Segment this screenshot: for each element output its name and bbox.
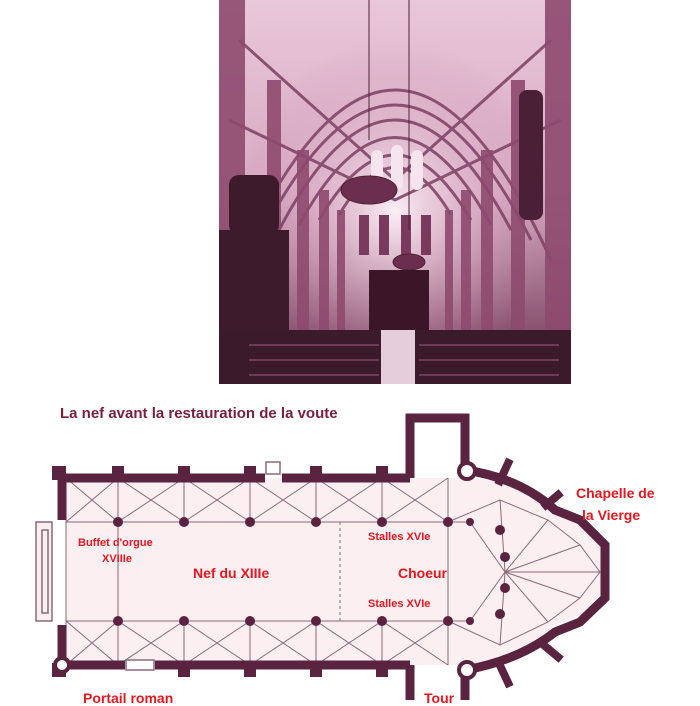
church-floor-plan bbox=[0, 395, 700, 700]
label-buffet-orgue: Buffet d'orgue bbox=[78, 537, 153, 549]
label-portail-roman: Portail roman bbox=[83, 690, 174, 706]
label-stalles-bottom: Stalles XVIe bbox=[368, 598, 431, 610]
label-stalles-top: Stalles XVIe bbox=[368, 531, 431, 543]
label-tour: Tour bbox=[424, 690, 455, 706]
photo-caption: La nef avant la restauration de la voute bbox=[60, 405, 338, 422]
floor-plan-drawing bbox=[35, 413, 610, 700]
buttresses bbox=[52, 457, 564, 689]
west-portal bbox=[35, 521, 53, 622]
nave-photo-image bbox=[219, 0, 571, 384]
pillars bbox=[113, 517, 510, 626]
label-nef: Nef du XIIIe bbox=[193, 565, 270, 581]
label-vierge: la Vierge bbox=[582, 507, 641, 523]
label-chapelle: Chapelle de bbox=[576, 485, 655, 501]
label-buffet-orgue-century: XVIIIe bbox=[102, 553, 132, 565]
nave-photograph bbox=[219, 0, 571, 384]
label-choeur: Choeur bbox=[398, 565, 447, 581]
